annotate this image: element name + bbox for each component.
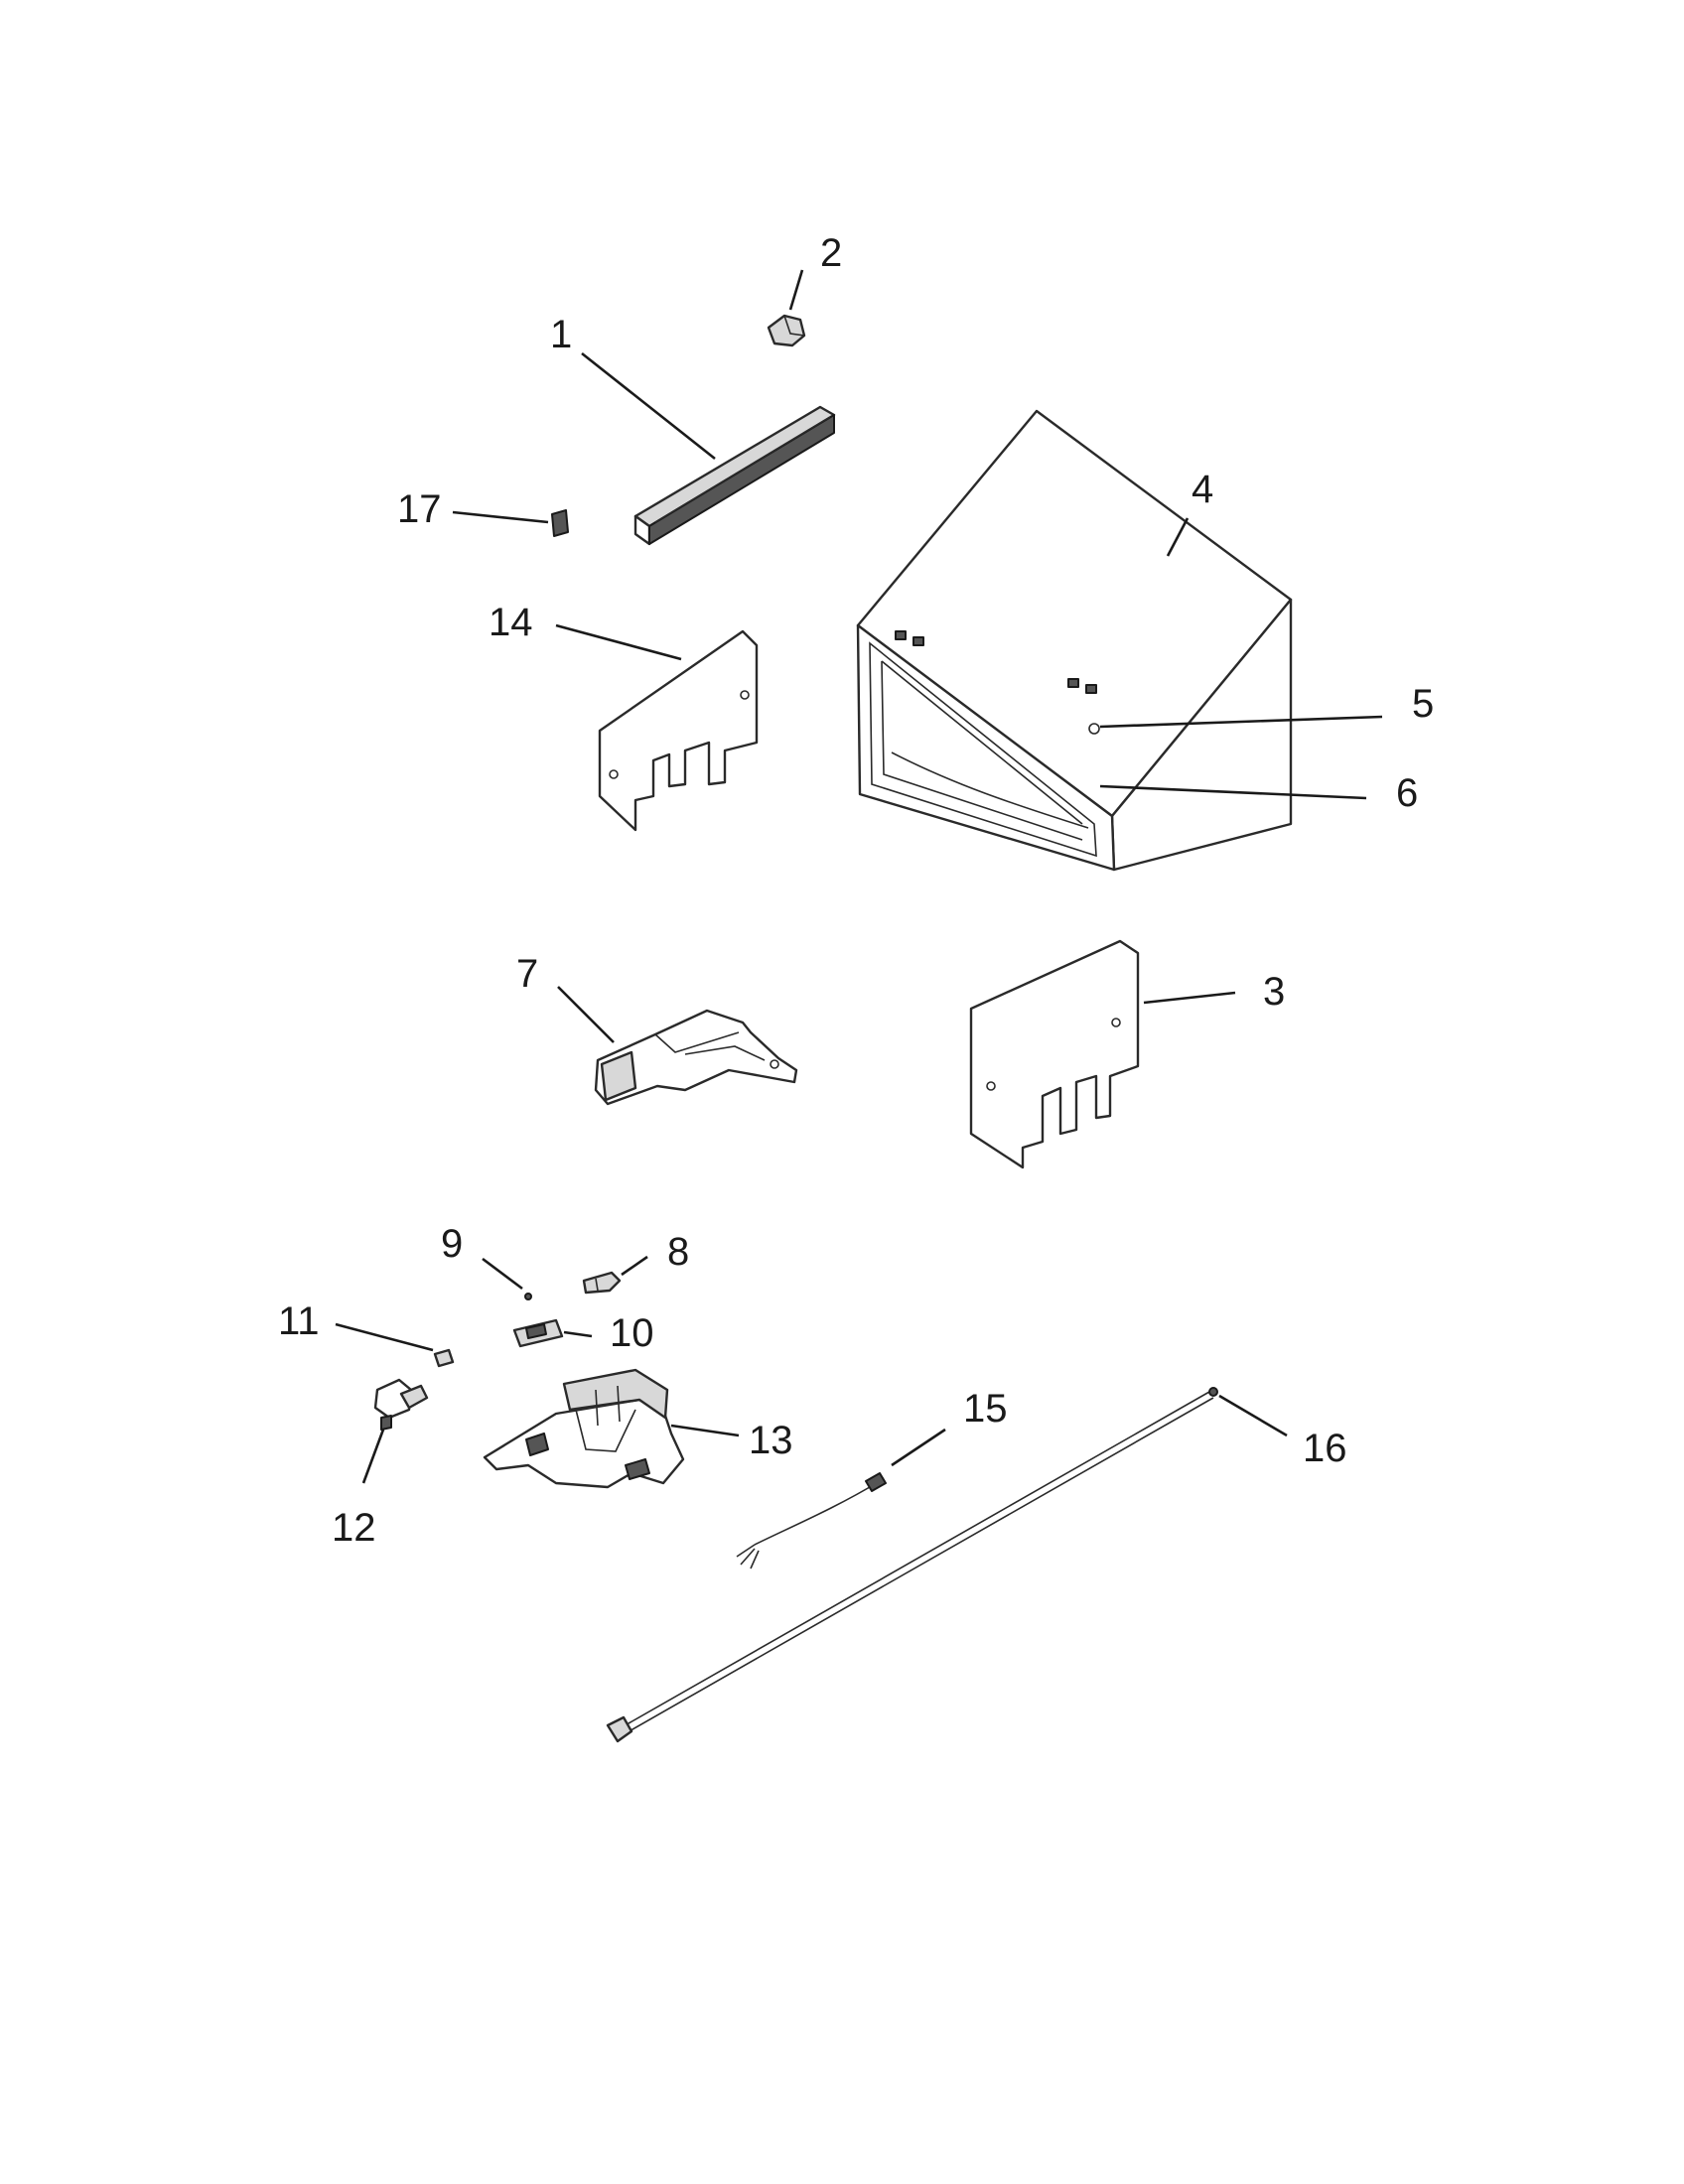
callout-12: 12 [332,1506,376,1550]
callout-8: 8 [667,1230,689,1274]
callout-17: 17 [397,487,442,531]
leader-6 [1099,784,1367,800]
leader-14 [555,623,682,661]
part-16-heater-tube [606,1387,1218,1743]
part-10-latch-plate [512,1318,564,1348]
callout-16: 16 [1303,1427,1347,1470]
leader-16 [1218,1394,1288,1437]
part-9-dot [524,1293,532,1300]
leader-15 [891,1428,946,1467]
part-15-wire-harness [736,1472,887,1570]
leader-11 [335,1322,434,1352]
callout-5: 5 [1412,682,1434,726]
leader-9 [482,1257,523,1291]
leader-3 [1143,991,1236,1005]
part-3-side-panel [969,939,1140,1169]
leader-5 [1099,715,1383,729]
leader-12 [361,1429,385,1484]
part-17-plug [551,509,569,537]
part-13-base-bracket [483,1368,685,1489]
part-12-valve [373,1378,429,1431]
leader-4 [1166,517,1190,557]
part-2-clip [767,314,806,347]
leader-1 [581,351,716,461]
leader-8 [621,1255,648,1277]
leader-10 [563,1330,593,1338]
leader-7 [557,986,615,1043]
part-14-side-panel [598,629,759,832]
callout-9: 9 [441,1222,463,1266]
callout-7: 7 [516,952,538,996]
callout-11: 11 [278,1299,320,1343]
callout-2: 2 [820,231,842,275]
part-1-rail [633,405,836,546]
part-8-pin [582,1271,622,1295]
callout-3: 3 [1263,970,1285,1014]
leader-13 [670,1424,740,1437]
callout-1: 1 [550,313,572,356]
callout-14: 14 [489,601,533,644]
callout-6: 6 [1396,771,1418,815]
part-7-bracket [594,1009,798,1106]
part-11-nut [433,1348,455,1368]
callout-15: 15 [963,1387,1008,1431]
leader-17 [452,510,549,524]
callout-10: 10 [610,1311,654,1355]
callout-4: 4 [1192,468,1213,511]
leader-2 [788,269,804,311]
part-4-cabinet [856,409,1293,872]
callout-13: 13 [749,1419,793,1462]
